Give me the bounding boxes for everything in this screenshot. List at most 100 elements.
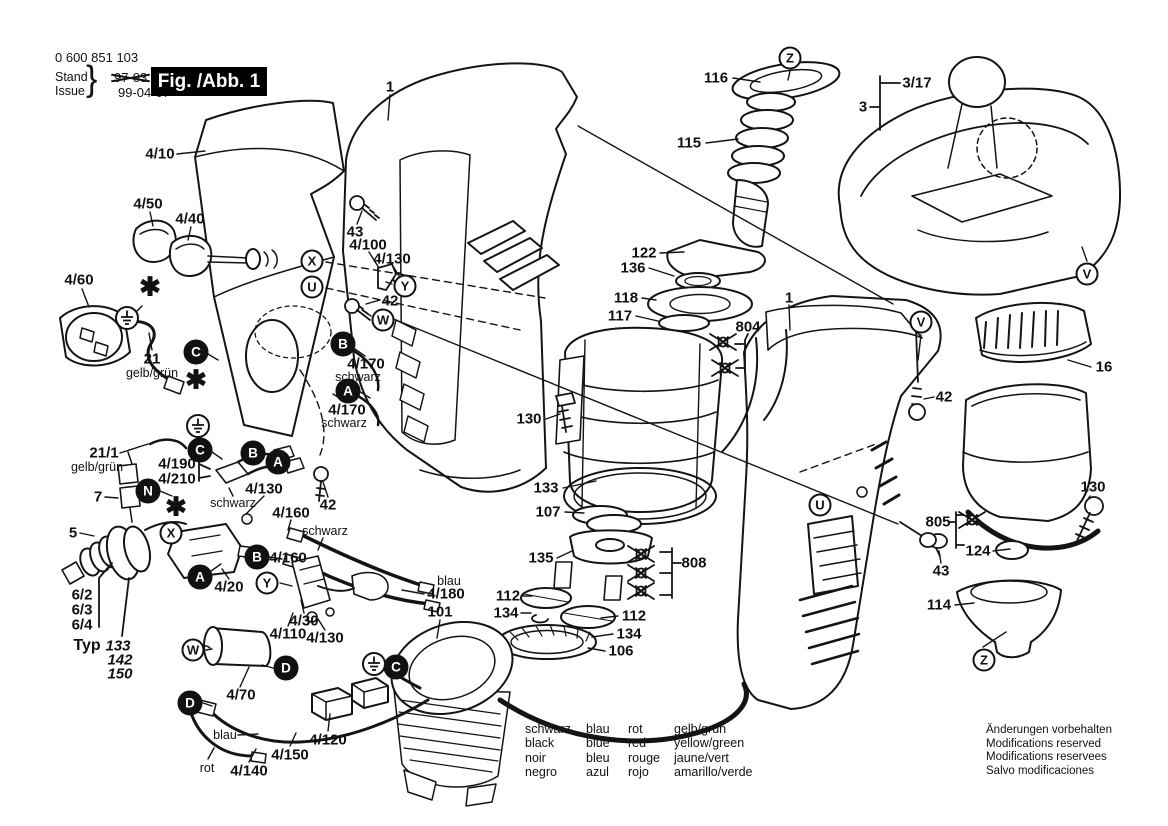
legend-cell-2-3: jaune/vert xyxy=(674,750,729,765)
callout-43: 43 xyxy=(932,562,950,580)
callout-4-60: 4/60 xyxy=(64,271,94,289)
screw-marker-Z: Z xyxy=(778,46,802,70)
grille-cover-art xyxy=(975,302,1092,363)
callout-6-3: 6/3 xyxy=(71,601,93,619)
earth-ground-icon xyxy=(185,413,211,439)
legend-cell-3-0: negro xyxy=(525,765,557,780)
disc-stack-art xyxy=(647,239,766,332)
callout-Typ: Typ xyxy=(73,637,101,654)
callout-16: 16 xyxy=(1095,358,1113,376)
screw-marker-V: V xyxy=(909,310,933,334)
callout-42: 42 xyxy=(319,496,337,514)
legend-cell-1-0: black xyxy=(525,736,555,751)
callout-116: 116 xyxy=(703,69,729,87)
knobs-art xyxy=(132,219,278,277)
callout-106: 106 xyxy=(608,642,634,660)
funnel-art xyxy=(956,579,1062,659)
callout-3-17: 3/17 xyxy=(902,74,932,92)
index-marker-A: A xyxy=(187,564,213,590)
footer-line-2: Modifications reservees xyxy=(986,751,1107,764)
legend-cell-1-2: red xyxy=(628,736,647,751)
legend-cell-1-3: yellow/green xyxy=(674,736,745,751)
callout-101: 101 xyxy=(427,603,453,621)
index-marker-B: B xyxy=(240,440,266,466)
index-marker-C: C xyxy=(383,654,409,680)
legend-cell-3-1: azul xyxy=(586,765,609,780)
screws-art xyxy=(313,195,1104,557)
footer-line-3: Salvo modificaciones xyxy=(986,764,1095,777)
callout-1: 1 xyxy=(385,78,395,96)
index-marker-D: D xyxy=(177,690,203,716)
callout-134: 134 xyxy=(493,604,519,622)
callout-117: 117 xyxy=(607,307,633,325)
screw-marker-V: V xyxy=(1075,262,1099,286)
figure-title-box: Fig. /Abb. 1 xyxy=(151,67,267,96)
spindle-fuse-art xyxy=(61,438,188,585)
legend-cell-3-2: rojo xyxy=(628,765,649,780)
switch-art xyxy=(167,513,441,623)
index-marker-D: D xyxy=(273,655,299,681)
screw-marker-W: W xyxy=(181,638,205,662)
screw-marker-Z: Z xyxy=(972,648,996,672)
callout-21-1: 21/1 xyxy=(89,444,119,462)
callout-4-40: 4/40 xyxy=(175,210,205,228)
callout-124: 124 xyxy=(965,542,991,560)
top-cover-art xyxy=(837,56,1122,296)
index-marker-A: A xyxy=(335,378,361,404)
spring-assembly-art xyxy=(727,61,841,248)
callout-4-130: 4/130 xyxy=(306,629,344,647)
callout-112: 112 xyxy=(495,587,521,605)
date-brace: } xyxy=(86,59,98,99)
callout-gelb-gr-n: gelb/grün xyxy=(70,460,124,474)
callout-142: 142 xyxy=(107,651,133,669)
callout-4-30: 4/30 xyxy=(289,612,319,630)
deflector-cover-art xyxy=(194,99,345,437)
callout-135: 135 xyxy=(528,549,554,567)
callout-4-170: 4/170 xyxy=(328,401,366,419)
index-marker-A: A xyxy=(265,449,291,475)
callout-4-50: 4/50 xyxy=(133,195,163,213)
callout-4-190: 4/190 xyxy=(158,455,196,473)
callout-114: 114 xyxy=(926,596,952,614)
callout-6-2: 6/2 xyxy=(71,586,93,604)
callout-805: 805 xyxy=(925,513,951,531)
callout-134: 134 xyxy=(616,625,642,643)
index-marker-B: B xyxy=(330,331,356,357)
callout-gelb-gr-n: gelb/grün xyxy=(125,366,179,380)
callout-4-130: 4/130 xyxy=(373,250,411,268)
callout-115: 115 xyxy=(676,134,702,152)
screw-marker-W: W xyxy=(371,308,395,332)
callout-4-160: 4/160 xyxy=(272,504,310,522)
callout-3: 3 xyxy=(858,98,868,116)
asterisk-symbol: ✱ xyxy=(185,364,207,395)
callout-4-100: 4/100 xyxy=(349,236,387,254)
issue-label: Issue xyxy=(55,84,85,98)
callout-136: 136 xyxy=(620,259,646,277)
index-marker-B: B xyxy=(244,544,270,570)
callout-4-150: 4/150 xyxy=(271,746,309,764)
callout-4-210: 4/210 xyxy=(158,470,196,488)
screw-marker-X: X xyxy=(300,249,324,273)
legend-cell-2-2: rouge xyxy=(628,750,660,765)
callout-4-10: 4/10 xyxy=(145,145,175,163)
legend-cell-3-3: amarillo/verde xyxy=(674,765,753,780)
callout-6-4: 6/4 xyxy=(71,616,93,634)
leader-lines xyxy=(79,70,1092,763)
callout-schwarz: schwarz xyxy=(210,496,256,510)
callout-4-140: 4/140 xyxy=(230,762,268,780)
callout-107: 107 xyxy=(535,503,561,521)
index-marker-C: C xyxy=(187,437,213,463)
legend-cell-0-1: blau xyxy=(586,722,610,736)
earth-ground-icon xyxy=(114,305,140,331)
callout-122: 122 xyxy=(631,244,657,262)
callout-7: 7 xyxy=(93,488,103,506)
callout-5: 5 xyxy=(68,524,78,542)
hopper-box-art xyxy=(962,383,1101,560)
callout-4-160: 4/160 xyxy=(269,549,307,567)
callout-4-180: 4/180 xyxy=(427,585,465,603)
part-number: 0 600 851 103 xyxy=(55,50,139,65)
footer-line-1: Modifications reserved xyxy=(986,737,1102,750)
callout-4-170: 4/170 xyxy=(347,355,385,373)
